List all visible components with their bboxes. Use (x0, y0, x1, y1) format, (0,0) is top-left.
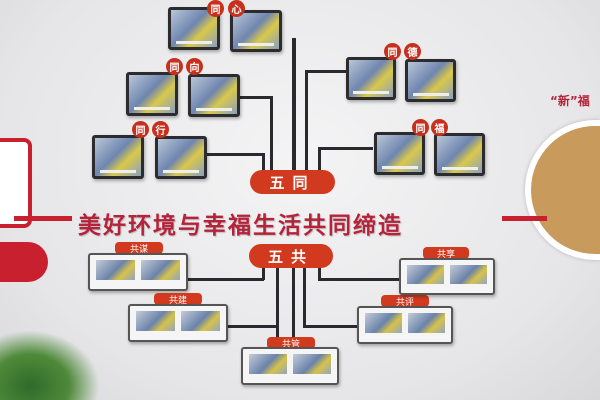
connector-line (270, 98, 273, 173)
connector-line (305, 70, 350, 73)
right-sign: “新”福 (550, 94, 590, 108)
tag: 共享 (423, 247, 469, 260)
photo (434, 133, 485, 176)
connector-line (292, 268, 295, 348)
photo (188, 74, 240, 117)
photo (374, 132, 425, 175)
connector-line (318, 147, 373, 150)
photo-board (88, 253, 188, 291)
photo (168, 7, 220, 50)
left-heart (0, 242, 48, 282)
label-dot: 同 (166, 58, 183, 75)
connector-line (318, 147, 321, 173)
connector-line (262, 153, 265, 173)
slogan: 美好环境与幸福生活共同缔造 (78, 212, 403, 239)
label-dot: 福 (431, 119, 448, 136)
connector-line (305, 70, 308, 173)
photo-board (241, 347, 339, 385)
connector-line (228, 325, 278, 328)
photo (155, 136, 207, 179)
label-dot: 行 (152, 121, 169, 138)
tag: 共建 (154, 293, 202, 306)
center-bottom-label: 五共 (249, 244, 333, 268)
label-dot: 同 (384, 43, 401, 60)
photo-board (399, 258, 495, 295)
connector-line (292, 38, 296, 173)
label-dot: 心 (228, 0, 245, 17)
connector-line (303, 268, 306, 328)
photo (405, 59, 456, 102)
red-bar-left (14, 216, 72, 221)
connector-line (205, 153, 265, 156)
connector-line (276, 268, 279, 348)
label-dot: 同 (207, 0, 224, 17)
tag: 共评 (381, 295, 429, 308)
photo-board (357, 306, 453, 344)
tag: 共管 (267, 337, 315, 350)
tag: 共谋 (115, 242, 163, 255)
connector-line (303, 325, 358, 328)
label-dot: 德 (404, 43, 421, 60)
center-top-label: 五同 (250, 170, 335, 194)
connector-line (240, 96, 273, 99)
red-bar-right (502, 216, 547, 221)
connector-line (318, 278, 400, 281)
left-panel (0, 138, 32, 228)
connector-line (262, 268, 265, 280)
plant (0, 330, 100, 400)
label-dot: 同 (132, 121, 149, 138)
label-dot: 向 (186, 58, 203, 75)
photo (92, 135, 144, 179)
connector-line (318, 268, 321, 280)
photo (346, 57, 396, 100)
photo (126, 72, 178, 116)
photo-board (128, 304, 228, 342)
photo (230, 10, 282, 52)
connector-line (188, 278, 264, 281)
label-dot: 同 (412, 119, 429, 136)
